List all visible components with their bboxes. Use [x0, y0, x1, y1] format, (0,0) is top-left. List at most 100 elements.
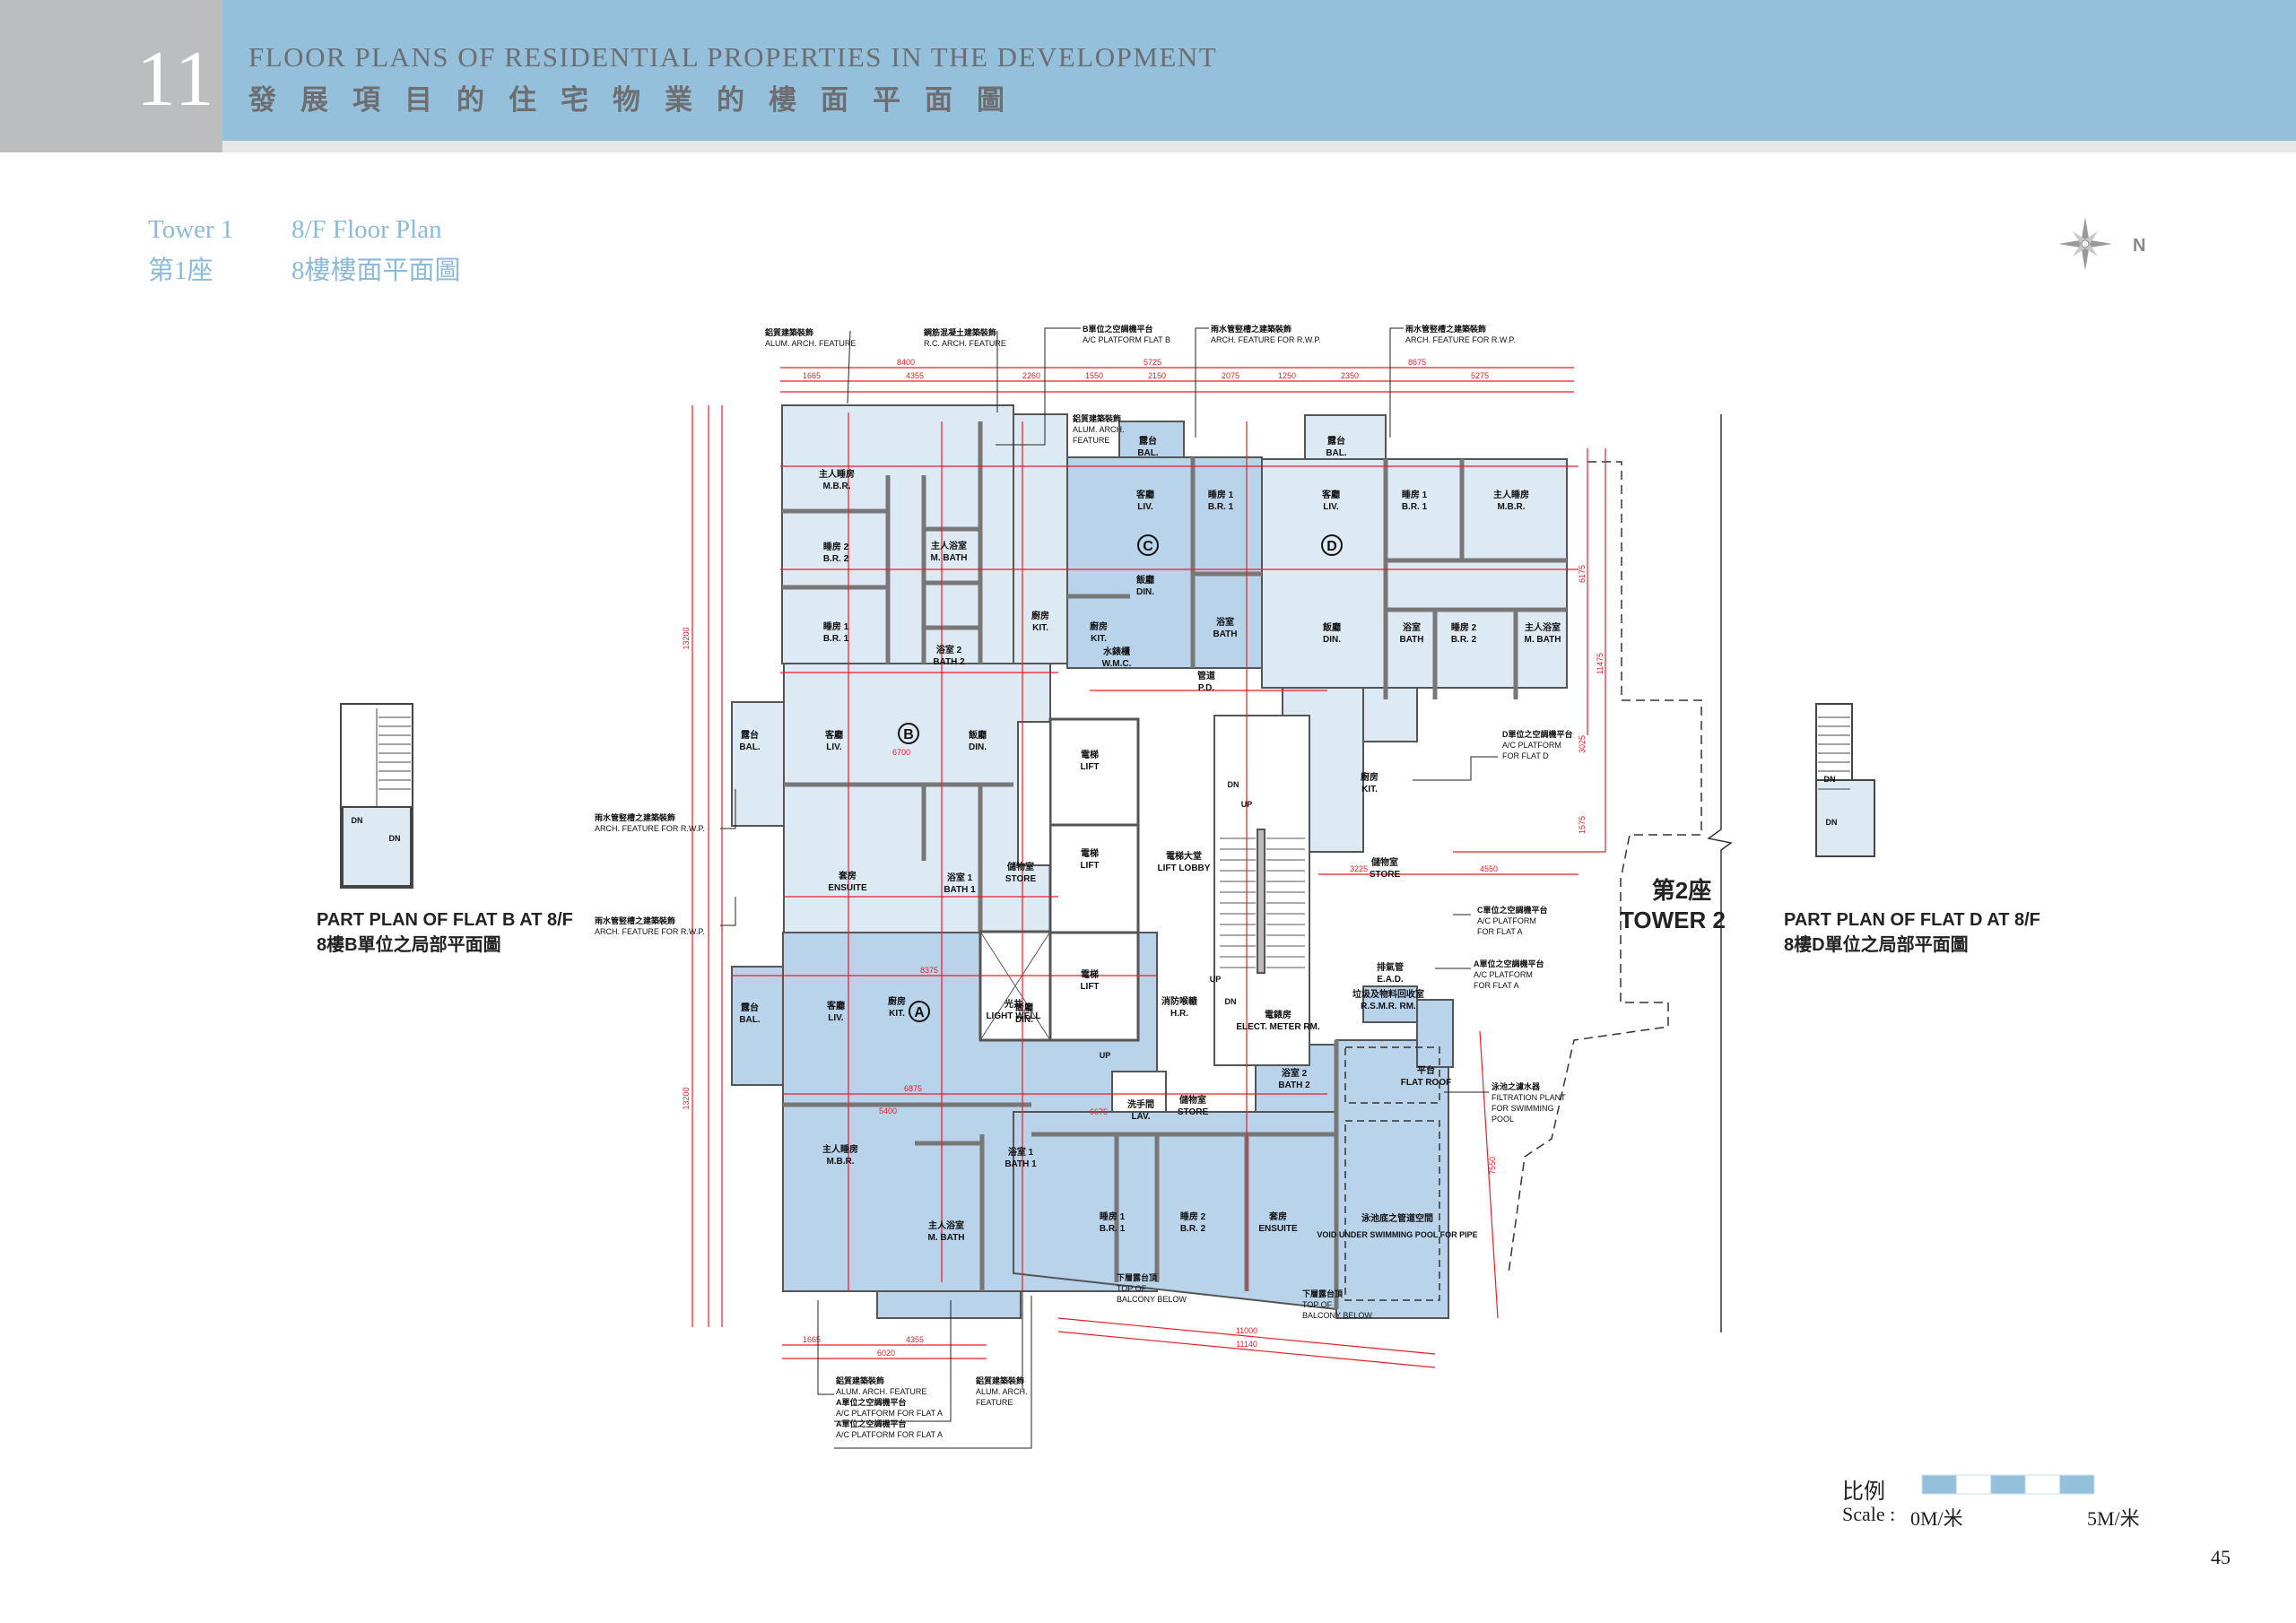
room-label-zh: 睡房 2 [1180, 1211, 1206, 1222]
room-label-en: DIN. [1136, 587, 1154, 597]
scale-bar [1921, 1474, 2095, 1495]
room-a-liv: 客廳 LIV. [826, 1000, 845, 1023]
room-label-zh: 電梯大堂 [1166, 850, 1202, 862]
room-label-en: B.R. 1 [1402, 502, 1428, 512]
room-label-en: BATH 1 [1004, 1159, 1037, 1169]
room-label-en: ENSUITE [1258, 1224, 1298, 1234]
room-label-en: B.R. 2 [1451, 635, 1477, 645]
room-label-en: LIV. [1323, 502, 1339, 512]
dimension-label: 8400 [897, 358, 915, 367]
annotation-line: 下層露台頂 [1117, 1272, 1158, 1282]
room-label-en: STORE [1178, 1107, 1209, 1117]
scale-label-en: Scale : [1842, 1503, 1896, 1525]
room-label-zh: 廚房 [1361, 771, 1378, 783]
scale-label-zh: 比例 [1842, 1480, 1885, 1504]
annotation-line: 鋁質建築裝飾 [764, 327, 813, 337]
page-title-en: FLOOR PLANS OF RESIDENTIAL PROPERTIES IN… [248, 41, 1218, 73]
annotation-line: ARCH. FEATURE FOR R.W.P. [595, 927, 705, 936]
room-label-zh: 露台 [1327, 435, 1345, 447]
room-label-en: W.M.C. [1102, 659, 1132, 669]
room-label-zh: 泳池底之管道空間 [1361, 1212, 1433, 1224]
room-label-zh: 客廳 [826, 1000, 845, 1011]
annotation-line: FOR FLAT A [1474, 981, 1519, 990]
annotation-line: A/C PLATFORM FOR FLAT A [836, 1430, 943, 1439]
part-plan-steps [378, 716, 1850, 790]
stair-label-up: UP [1100, 1051, 1111, 1060]
scale-segment [1955, 1474, 1992, 1495]
chapter-tab [0, 0, 222, 152]
room-label-en: LIFT [1080, 762, 1099, 772]
room-label-zh: 主人睡房 [822, 1143, 858, 1155]
room-label-en: LIV. [828, 1013, 844, 1023]
annotation-line: A單位之空調機平台 [1474, 959, 1544, 968]
scale-segment [1921, 1474, 1957, 1495]
room-label-en: P.D. [1198, 683, 1214, 693]
room-label-en: M.B.R. [826, 1157, 854, 1167]
room-label-en: BAL. [739, 742, 761, 752]
annotation-line: 鋁質建築裝飾 [835, 1376, 884, 1385]
annotation-line: FEATURE [1073, 436, 1109, 445]
room-label-zh: 洗手間 [1127, 1098, 1154, 1110]
annotation-line: ARCH. FEATURE FOR R.W.P. [1405, 335, 1516, 344]
room-label-en: M. BATH [1525, 635, 1561, 645]
part-plan-d-title-zh: 8樓D單位之局部平面圖 [1784, 933, 1969, 955]
dimension-lines [691, 367, 1606, 1368]
stair-label-up: UP [1241, 800, 1253, 809]
room-label-zh: 垃圾及物料回收室 [1352, 988, 1424, 1000]
room-label-en: VOID UNDER SWIMMING POOL FOR PIPE [1317, 1230, 1477, 1239]
header-band [222, 0, 2296, 141]
room-label-en: KIT. [889, 1009, 905, 1019]
room-lobby: 電梯大堂 LIFT LOBBY [1158, 850, 1211, 873]
room-label-zh: 主人睡房 [819, 468, 855, 480]
annotation-line: ALUM. ARCH. [976, 1387, 1028, 1396]
dimension-label: 4355 [906, 1335, 924, 1344]
stair-label-dn: DN [1824, 775, 1836, 784]
annotation-leaders [720, 327, 1498, 1449]
stair-label-dn: DN [1225, 997, 1237, 1006]
annotation-line: ALUM. ARCH. [1073, 425, 1125, 434]
room-label-zh: 廚房 [1031, 610, 1049, 621]
dimension-label: 4355 [906, 371, 924, 380]
room-label-zh: 套房 [1268, 1211, 1287, 1222]
dimension-label: 2260 [1022, 371, 1040, 380]
annotation-line: 下層露台頂 [1302, 1289, 1344, 1298]
room-a-br1: 睡房 1B.R. 1 [1100, 1211, 1126, 1234]
room-label-en: B.R. 2 [823, 554, 849, 564]
room-label-en: LIFT [1080, 861, 1099, 871]
room-a-br2: 睡房 2B.R. 2 [1180, 1211, 1206, 1234]
room-label-zh: 睡房 1 [1208, 489, 1234, 500]
floor-label-zh: 8樓樓面平面圖 [291, 256, 461, 285]
dimension-label: 8675 [1408, 358, 1426, 367]
room-label-en: LIFT LOBBY [1158, 864, 1211, 873]
dimension-label: 6675 [1090, 1107, 1108, 1116]
room-d-br2: 睡房 2 B.R. 2 [1451, 621, 1477, 645]
room-label-zh: 主人浴室 [1525, 621, 1561, 633]
room-label-en: DIN. [969, 742, 987, 752]
tower-label-zh: 第1座 [148, 256, 213, 285]
room-label-zh: 睡房 2 [1451, 621, 1477, 633]
annotation-line: FOR SWIMMING [1492, 1104, 1554, 1113]
dimension-label: 11475 [1596, 653, 1605, 674]
annotation-line: 雨水管竪槽之建築裝飾 [595, 812, 675, 822]
